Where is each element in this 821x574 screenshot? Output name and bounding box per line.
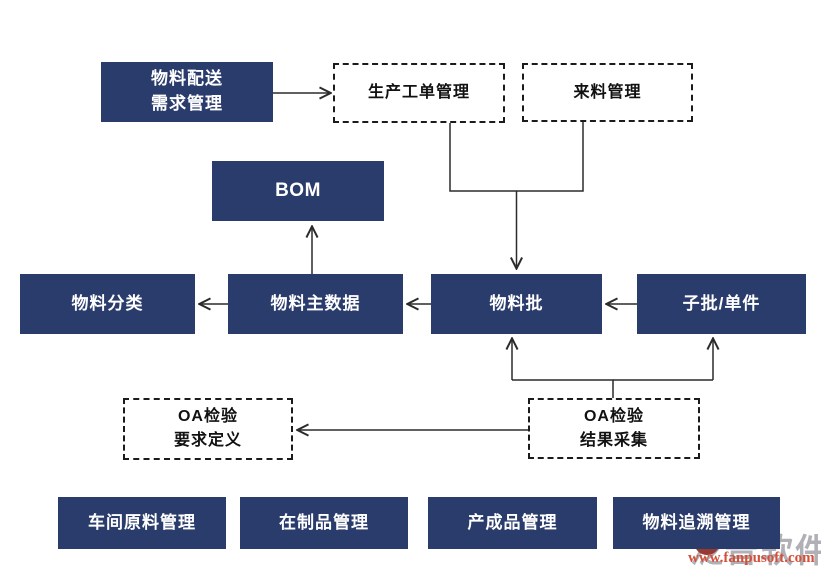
node-label: 产成品管理 bbox=[467, 512, 558, 532]
node-workshop-material: 车间原料管理 bbox=[58, 497, 226, 549]
node-label: OA检验 bbox=[583, 407, 644, 425]
watermark-url: www.fanpusoft.com bbox=[688, 550, 815, 566]
node-material-delivery: 物料配送 需求管理 bbox=[101, 62, 273, 122]
node-label: 车间原料管理 bbox=[88, 512, 196, 532]
node-incoming-material: 来料管理 bbox=[522, 63, 693, 122]
node-label: 物料配送 bbox=[151, 69, 223, 89]
node-label: OA检验 bbox=[177, 408, 238, 425]
node-material-master: 物料主数据 bbox=[228, 274, 403, 334]
node-label: BOM bbox=[275, 180, 321, 202]
node-wip: 在制品管理 bbox=[240, 497, 408, 549]
node-production-order: 生产工单管理 bbox=[333, 63, 505, 123]
node-label: 在制品管理 bbox=[279, 512, 369, 532]
node-finished-product: 产成品管理 bbox=[428, 497, 597, 549]
node-material-batch: 物料批 bbox=[431, 274, 602, 334]
node-material-category: 物料分类 bbox=[20, 274, 195, 334]
node-label: 物料批 bbox=[489, 293, 544, 313]
node-bom: BOM bbox=[212, 161, 384, 221]
node-sub-batch: 子批/单件 bbox=[637, 274, 806, 334]
node-label: 物料分类 bbox=[71, 293, 144, 313]
node-label: 需求管理 bbox=[151, 94, 223, 113]
node-oa-requirement: OA检验 要求定义 bbox=[123, 398, 293, 460]
node-label: 来料管理 bbox=[573, 83, 642, 101]
node-label: 子批/单件 bbox=[682, 293, 761, 313]
node-oa-result: OA检验 结果采集 bbox=[528, 398, 700, 459]
node-label: 生产工单管理 bbox=[367, 84, 470, 101]
node-label: 结果采集 bbox=[579, 431, 648, 449]
node-label: 物料追溯管理 bbox=[642, 512, 751, 532]
node-label: 要求定义 bbox=[173, 432, 242, 449]
node-label: 物料主数据 bbox=[270, 293, 361, 313]
node-material-trace: 物料追溯管理 bbox=[613, 497, 780, 549]
